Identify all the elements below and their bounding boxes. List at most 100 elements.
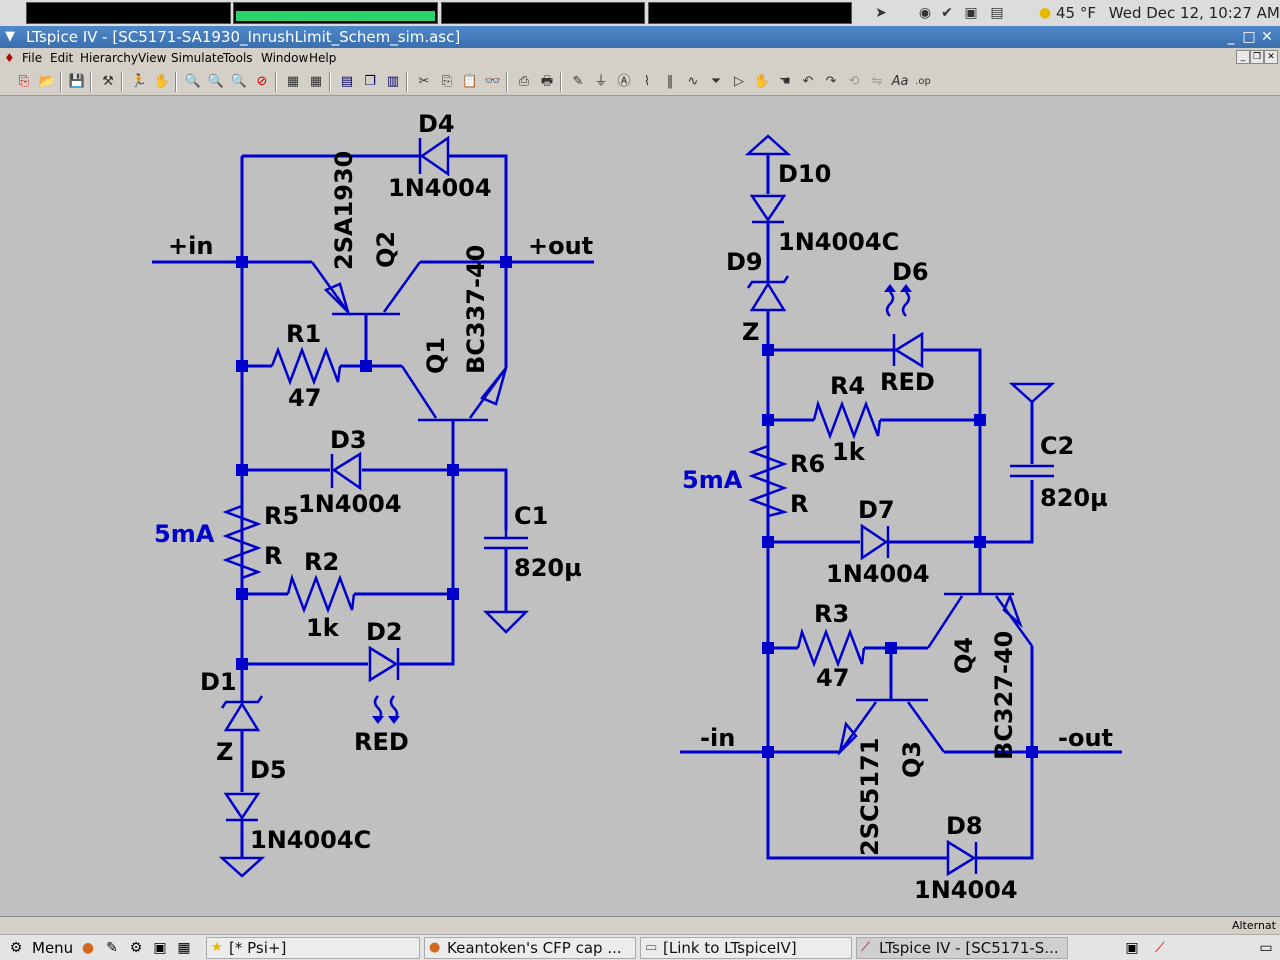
drag-icon[interactable]: ☚ [779,74,791,89]
window-titlebar[interactable]: ▼ LTspice IV - [SC5171-SA1930_InrushLimi… [0,26,1280,48]
find-icon[interactable]: 👓 [484,74,502,89]
resistor-r6[interactable] [748,444,789,518]
desktop-button[interactable]: ▭ [1259,940,1273,956]
task-psi[interactable]: ★ [* Psi+] [206,937,420,959]
menu-edit[interactable]: Edit [50,51,74,65]
screenshot-tray-icon[interactable]: ▣ [1125,940,1139,956]
capacitor-c2[interactable] [1008,382,1056,478]
print-setup-icon[interactable]: ⎙ [518,74,530,89]
autorange-icon[interactable]: ▦ [286,74,300,89]
mirror-icon[interactable]: ⇋ [871,74,883,89]
halt-icon[interactable]: ✋ [153,74,171,89]
maximize-button[interactable]: □ [1242,29,1256,45]
diode-d4[interactable] [418,135,450,177]
diode-d5[interactable] [223,792,261,822]
diode-d3[interactable] [330,451,362,491]
settings-launcher-icon[interactable]: ⚙ [129,940,143,956]
menu-window[interactable]: Window [261,51,309,65]
zoom-fit-icon[interactable]: ⊘ [256,74,268,89]
minimize-button[interactable]: _ [1227,29,1235,45]
rotate-icon[interactable]: ⟲ [848,74,860,89]
redo-icon[interactable]: ↷ [825,74,837,89]
display-tray-icon[interactable]: ▤ [990,5,1004,21]
control-panel-icon[interactable]: ⚒ [102,74,114,89]
resistor-r4[interactable] [812,399,882,440]
menu-file[interactable]: File [22,51,43,65]
resistor-r1[interactable] [270,346,342,386]
resistor-icon[interactable]: ⌇ [643,74,651,89]
schematic-doc-icon[interactable]: ♦ [4,51,15,65]
menu-tools[interactable]: Tools [223,51,253,65]
menu-help[interactable]: Help [309,51,337,65]
text-icon[interactable]: Aa [891,74,909,89]
transistor-q4[interactable] [926,592,1034,649]
menu-simulate[interactable]: Simulate [171,51,225,65]
calculator-launcher-icon[interactable]: ▦ [177,940,191,956]
diode-d7[interactable] [860,523,890,561]
clock[interactable]: Wed Dec 12, 10:27 AM [1108,4,1280,22]
zoom-in-icon[interactable]: 🔍 [184,74,202,89]
diode-icon[interactable]: ⏷ [710,74,722,89]
schematic-canvas[interactable]: .w { stroke:#0000cc; stroke-width:3; fil… [0,96,1280,916]
led-d6[interactable] [884,284,924,369]
capacitor-c1[interactable] [482,530,530,634]
schematic-drawing[interactable]: .w { stroke:#0000cc; stroke-width:3; fil… [0,96,1280,916]
task-ltspice[interactable]: ⟋ LTspice IV - [SC5171-S... [856,937,1068,959]
cascade-icon[interactable]: ❐ [364,74,376,89]
app-tray-icon[interactable]: ▣ [964,5,978,21]
zener-d9[interactable] [746,275,790,312]
capacitor-icon[interactable]: ‖ [666,74,674,89]
close-button[interactable]: ✕ [1261,29,1273,45]
toolbar: ⎘ 📂 💾 ⚒ 🏃 ✋ 🔍 🔍 🔍 ⊘ ▦ ▦ ▤ ❐ ▥ ✂ ⎘ 📋 👓 ⎙ … [0,68,1280,96]
label-r5-value: R [264,542,282,570]
mdi-minimize-button[interactable]: _ [1236,50,1250,64]
ltspice-tray-icon[interactable]: ⟋ [1155,940,1165,956]
grid-icon[interactable]: ▦ [309,74,323,89]
new-schematic-icon[interactable]: ⎘ [18,74,30,89]
diode-d8[interactable] [946,839,978,877]
tile-horizontal-icon[interactable]: ▤ [340,74,354,89]
shield-tray-icon[interactable]: ✔ [941,5,953,21]
menu-view[interactable]: View [138,51,167,65]
label-net-icon[interactable]: Ⓐ [617,74,631,89]
ltspice-app-icon[interactable]: ▼ [5,29,15,44]
zoom-pan-icon[interactable]: 🔍 [207,74,225,89]
zener-d1[interactable] [220,695,264,732]
move-icon[interactable]: ✋ [753,74,771,89]
wire-icon[interactable]: ✎ [572,74,584,89]
save-icon[interactable]: 💾 [68,74,86,89]
ground-icon[interactable]: ⏚ [594,74,608,89]
undo-icon[interactable]: ↶ [802,74,814,89]
task-folder[interactable]: ▭ [Link to LTspiceIV] [640,937,852,959]
mdi-restore-button[interactable]: ❐ [1250,50,1264,64]
paste-icon[interactable]: 📋 [461,74,479,89]
toolbar-separator [329,72,331,92]
start-menu-button[interactable]: Menu [32,939,74,957]
tile-vertical-icon[interactable]: ▥ [386,74,400,89]
led-d2[interactable] [368,645,400,724]
firefox-launcher-icon[interactable]: ● [81,940,95,956]
run-icon[interactable]: 🏃 [130,74,148,89]
print-icon[interactable]: 🖶 [540,74,554,89]
resistor-r5[interactable] [222,504,262,594]
resistor-r2[interactable] [286,573,356,614]
mdi-close-button[interactable]: ✕ [1264,50,1278,64]
copy-icon[interactable]: ⎘ [441,74,453,89]
transistor-q3[interactable] [837,698,946,756]
component-icon[interactable]: ▷ [734,74,744,89]
spice-directive-icon[interactable]: .op [915,76,931,87]
zoom-out-icon[interactable]: 🔍 [230,74,248,89]
menu-start-icon[interactable]: ⚙ [9,940,23,956]
network-tray-icon[interactable]: ◉ [918,5,932,21]
transistor-q2[interactable] [310,261,422,317]
open-icon[interactable]: 📂 [38,74,56,89]
task-firefox[interactable]: ● Keantoken's CFP cap ... [424,937,636,959]
inductor-icon[interactable]: ∿ [687,74,699,89]
menu-hierarchy[interactable]: Hierarchy [80,51,139,65]
terminal-launcher-icon[interactable]: ▣ [153,940,167,956]
diode-d10[interactable] [749,194,787,224]
resistor-r3[interactable] [796,627,866,668]
editor-launcher-icon[interactable]: ✎ [106,940,118,956]
cut-icon[interactable]: ✂ [418,74,430,89]
transistor-q1[interactable] [400,365,508,422]
